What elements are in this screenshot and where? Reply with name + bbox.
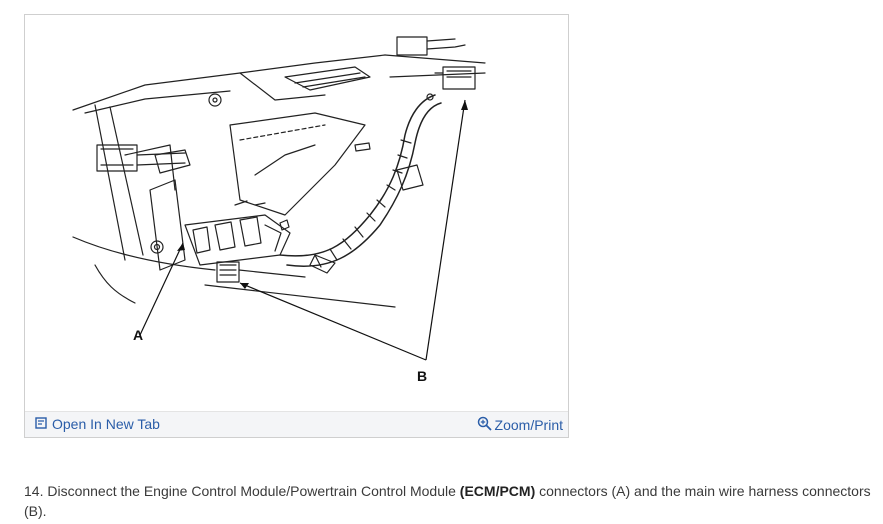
instruction-suffix: connectors (A) and the main wire harness…: [24, 483, 871, 519]
instruction-step: 14. Disconnect the Engine Control Module…: [24, 481, 882, 521]
zoom-icon: [477, 416, 492, 434]
open-new-tab-icon: [35, 416, 47, 432]
zoom-print-link[interactable]: Zoom/Print: [477, 416, 563, 434]
instruction-prefix: 14. Disconnect the Engine Control Module…: [24, 483, 460, 499]
instruction-bold: (ECM/PCM): [459, 483, 536, 499]
open-in-new-tab-label: Open In New Tab: [52, 416, 160, 432]
callout-b: B: [417, 368, 427, 384]
ecm-pcm-connector-diagram: A B: [72, 36, 486, 384]
open-in-new-tab-link[interactable]: Open In New Tab: [35, 416, 160, 432]
zoom-print-label: Zoom/Print: [494, 417, 563, 433]
figure-container: A B Open In New Tab Zoom/Print: [24, 14, 569, 438]
callout-a: A: [133, 327, 143, 343]
figure-toolbar: Open In New Tab Zoom/Print: [25, 411, 568, 437]
